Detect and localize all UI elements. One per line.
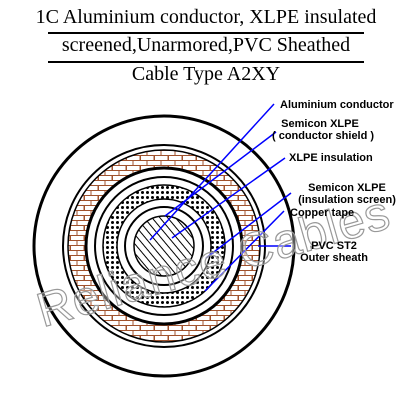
leader-copper-tape — [204, 210, 285, 292]
title-line-2: screened,Unarmored,PVC Sheathed — [61, 34, 351, 56]
aluminium-conductor — [133, 215, 195, 277]
label-aluminium-conductor: Aluminium conductor — [280, 99, 394, 111]
label-semicon-xlpe-insulation: Semicon XLPE (insulation screen) — [292, 182, 402, 206]
title-line-3: Cable Type A2XY — [131, 63, 281, 85]
leader-semicon-insulation — [205, 192, 292, 259]
label-pvc-outer-sheath: PVC ST2 Outer sheath — [292, 240, 376, 264]
title-underline-1 — [48, 32, 364, 34]
label-pvc-line2: Outer sheath — [300, 252, 368, 264]
label-xlpe-insulation: XLPE insulation — [289, 152, 373, 164]
label-pvc-line1: PVC ST2 — [311, 240, 357, 252]
label-semicon-xlpe-insulation-line2: (insulation screen) — [298, 194, 396, 206]
label-semicon-xlpe-insulation-line1: Semicon XLPE — [308, 182, 386, 194]
title-line-1: 1C Aluminium conductor, XLPE insulated — [35, 6, 377, 28]
leader-conductor — [149, 103, 275, 241]
label-copper-tape: Copper tape — [290, 207, 355, 219]
label-semicon-xlpe-conductor: Semicon XLPE ( conductor shield ) — [272, 118, 375, 142]
label-semicon-xlpe-conductor-line2: ( conductor shield ) — [272, 130, 375, 142]
label-semicon-xlpe-conductor-line1: Semicon XLPE — [281, 118, 359, 130]
title-underline-2 — [48, 61, 364, 63]
leader-semicon-conductor — [164, 131, 277, 217]
leader-xlpe-insulation — [171, 157, 286, 239]
